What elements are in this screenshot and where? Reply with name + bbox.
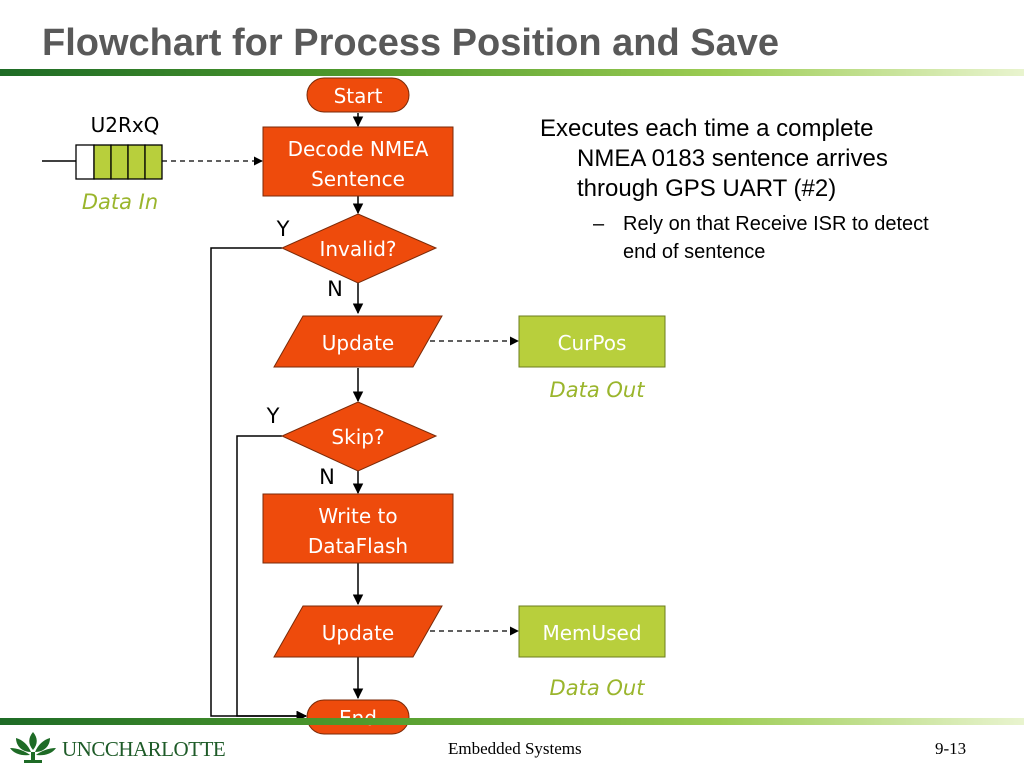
write-label-line1: Write to	[318, 504, 397, 528]
curpos-data-box	[518, 315, 666, 368]
update-memused-io	[273, 605, 443, 658]
u2rxq-queue	[75, 144, 163, 180]
queue-label: U2RxQ	[91, 113, 160, 137]
main-line3: through GPS UART (#2)	[577, 175, 837, 202]
invalid-no-label: N	[327, 277, 343, 301]
invalid-decision	[280, 213, 438, 284]
sub-line2: end of sentence	[623, 241, 766, 263]
slide-title: Flowchart for Process Position and Save	[42, 22, 779, 64]
university-logo-icon	[10, 732, 56, 763]
data-out-label-1: Data Out	[550, 378, 646, 402]
memused-label: MemUsed	[542, 621, 641, 645]
footer-course: Embedded Systems	[448, 739, 582, 758]
start-terminator	[306, 77, 410, 113]
sub-bullet: –Rely on that Receive ISR to detect end …	[593, 210, 1024, 266]
end-terminator	[306, 699, 410, 735]
invalid-yes-label: Y	[276, 217, 290, 241]
main-bullet: Executes each time a complete NMEA 0183 …	[540, 114, 1024, 204]
main-line1: Executes each time a complete	[540, 115, 874, 142]
footer-page-number: 9-13	[935, 739, 967, 758]
notes-block: Executes each time a complete NMEA 0183 …	[540, 114, 1024, 266]
update2-label: Update	[322, 621, 394, 645]
write-label-line2: DataFlash	[308, 534, 408, 558]
skip-decision	[280, 401, 438, 472]
skip-no-label: N	[319, 465, 335, 489]
title-rule	[0, 69, 1024, 76]
memused-data-box	[518, 605, 666, 658]
data-in-label: Data In	[82, 190, 158, 214]
decode-process	[262, 126, 454, 197]
sub-line1: Rely on that Receive ISR to detect	[623, 213, 929, 235]
write-dataflash-process	[262, 493, 454, 564]
decode-label-line2: Sentence	[311, 167, 405, 191]
skip-yes-label: Y	[266, 404, 280, 428]
curpos-label: CurPos	[558, 331, 627, 355]
university-logo-text: UNCCHARLOTTE	[62, 737, 226, 761]
data-links	[162, 156, 519, 636]
start-label: Start	[334, 84, 383, 108]
decode-label-line1: Decode NMEA	[288, 137, 429, 161]
flow-connectors	[42, 113, 364, 722]
skip-label: Skip?	[331, 425, 384, 449]
data-out-label-2: Data Out	[550, 676, 646, 700]
footer-rule	[0, 718, 1024, 725]
main-line2: NMEA 0183 sentence arrives	[577, 145, 888, 172]
update-curpos-io	[273, 315, 443, 368]
update1-label: Update	[322, 331, 394, 355]
sub-bullet-dash: –	[593, 213, 605, 235]
invalid-label: Invalid?	[319, 237, 396, 261]
